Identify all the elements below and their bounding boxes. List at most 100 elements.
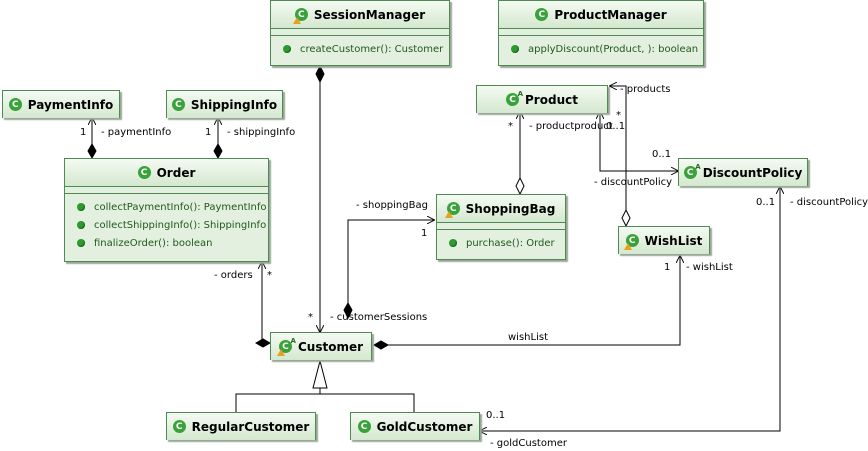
class-regular-customer[interactable]: C RegularCustomer [166, 412, 316, 440]
role-label: - customerSessions [330, 312, 428, 323]
generalization-lines [235, 393, 415, 412]
class-icon: C [535, 8, 549, 21]
class-name: ShoppingBag [465, 201, 556, 216]
operation-label: collectPaymentInfo(): PaymentInfo [94, 201, 267, 213]
operations-section: collectPaymentInfo(): PaymentInfo collec… [65, 193, 268, 257]
session-customer-diamond [315, 64, 325, 84]
multiplicity-label: 1 [664, 262, 671, 273]
operations-section: applyDiscount(Product, ): boolean [499, 35, 703, 63]
payment-order-diamond [87, 142, 97, 160]
class-icon: C [623, 234, 639, 250]
class-shopping-bag[interactable]: C ShoppingBag purchase(): Order [436, 194, 566, 260]
multiplicity-label: 1 [421, 228, 428, 239]
multiplicity-label: * [616, 110, 621, 121]
class-name: Customer [297, 339, 364, 354]
role-label: - shoppingBag [356, 200, 428, 211]
class-header: C ShippingInfo [167, 91, 282, 118]
role-label: - orders [214, 270, 253, 281]
generalization-triangle [312, 359, 328, 389]
class-header: C SessionManager [271, 1, 449, 28]
attributes-section [437, 222, 565, 229]
class-header: C Order [65, 159, 268, 186]
class-name: Order [156, 165, 196, 180]
operation[interactable]: collectShippingInfo(): ShippingInfo [65, 216, 268, 234]
abstract-class-icon: C [506, 90, 523, 106]
static-method-icon [511, 45, 519, 53]
class-header: C GoldCustomer [351, 413, 479, 440]
gold-discount-line [480, 187, 780, 431]
attributes-section [65, 186, 268, 193]
operation[interactable]: finalizeOrder(): boolean [65, 234, 268, 252]
public-method-icon [77, 239, 85, 247]
class-wish-list[interactable]: C WishList [618, 226, 710, 254]
role-label: - shippingInfo [227, 127, 296, 138]
class-name: SessionManager [313, 7, 426, 22]
operation[interactable]: purchase(): Order [437, 234, 565, 252]
class-shipping-info[interactable]: C ShippingInfo [166, 90, 283, 118]
multiplicity-label: 0..1 [652, 149, 672, 160]
class-product-manager[interactable]: C ProductManager applyDiscount(Product, )… [498, 0, 704, 66]
class-name: RegularCustomer [191, 419, 310, 434]
class-header: CCustomer [271, 333, 371, 360]
class-header: C WishList [619, 227, 709, 254]
class-header: CDiscountPolicy [679, 159, 807, 186]
association-name: wishList [508, 332, 548, 343]
class-icon: C [8, 98, 22, 111]
class-session-manager[interactable]: C SessionManager createCustomer(): Custom… [270, 0, 450, 66]
role-label: - wishList [686, 262, 733, 273]
multiplicity-label: * [308, 312, 313, 323]
class-customer[interactable]: CCustomer [270, 332, 372, 360]
product-discount-line [600, 112, 678, 171]
multiplicity-label: * [267, 270, 272, 281]
operation-label: collectShippingInfo(): ShippingInfo [94, 219, 267, 231]
class-discount-policy[interactable]: CDiscountPolicy [678, 158, 808, 186]
class-icon: C [137, 166, 151, 179]
class-name: DiscountPolicy [702, 165, 803, 180]
class-gold-customer[interactable]: C GoldCustomer [350, 412, 480, 440]
class-icon: C [444, 202, 460, 218]
operations-section: createCustomer(): Customer [271, 35, 449, 63]
class-header: C ShoppingBag [437, 195, 565, 222]
class-name: ShippingInfo [190, 97, 278, 112]
operation[interactable]: createCustomer(): Customer [271, 40, 449, 58]
class-icon: C [171, 98, 185, 111]
wishlist-product-diamond [621, 208, 631, 228]
shipping-order-diamond [213, 142, 223, 160]
public-method-icon [77, 221, 85, 229]
class-icon: C [172, 420, 186, 433]
class-header: C ProductManager [499, 1, 703, 28]
attributes-section [499, 28, 703, 35]
class-icon: C [357, 420, 371, 433]
class-name: ProductManager [554, 7, 667, 22]
role-label: - paymentInfo [101, 127, 172, 138]
abstract-class-icon: C [276, 337, 296, 356]
class-header: C RegularCustomer [167, 413, 315, 440]
multiplicity-label: 0..1 [486, 410, 506, 421]
operation[interactable]: applyDiscount(Product, ): boolean [499, 40, 703, 58]
class-name: GoldCustomer [376, 419, 473, 434]
operation-label: purchase(): Order [466, 237, 555, 249]
multiplicity-label: 1 [80, 127, 87, 138]
customer-wishlist-diamond [372, 340, 390, 350]
multiplicity-label: 0..1 [606, 121, 626, 132]
role-label: - discountPolicy [790, 197, 868, 208]
multiplicity-label: 0..1 [756, 197, 776, 208]
shoppingbag-customer-line [347, 220, 434, 310]
product-shoppingbag-diamond [515, 176, 525, 196]
operation[interactable]: collectPaymentInfo(): PaymentInfo [65, 198, 268, 216]
operations-section: purchase(): Order [437, 229, 565, 257]
class-icon: C [292, 8, 308, 24]
class-name: Product [525, 92, 578, 107]
role-label: - products [620, 84, 671, 95]
attributes-section [271, 28, 449, 35]
class-name: WishList [644, 233, 703, 248]
shoppingbag-customer-diamond [343, 301, 353, 320]
operation-label: applyDiscount(Product, ): boolean [528, 43, 699, 55]
class-order[interactable]: C Order collectPaymentInfo(): PaymentInfo… [64, 158, 269, 262]
role-label: - discountPolicy [594, 177, 673, 188]
